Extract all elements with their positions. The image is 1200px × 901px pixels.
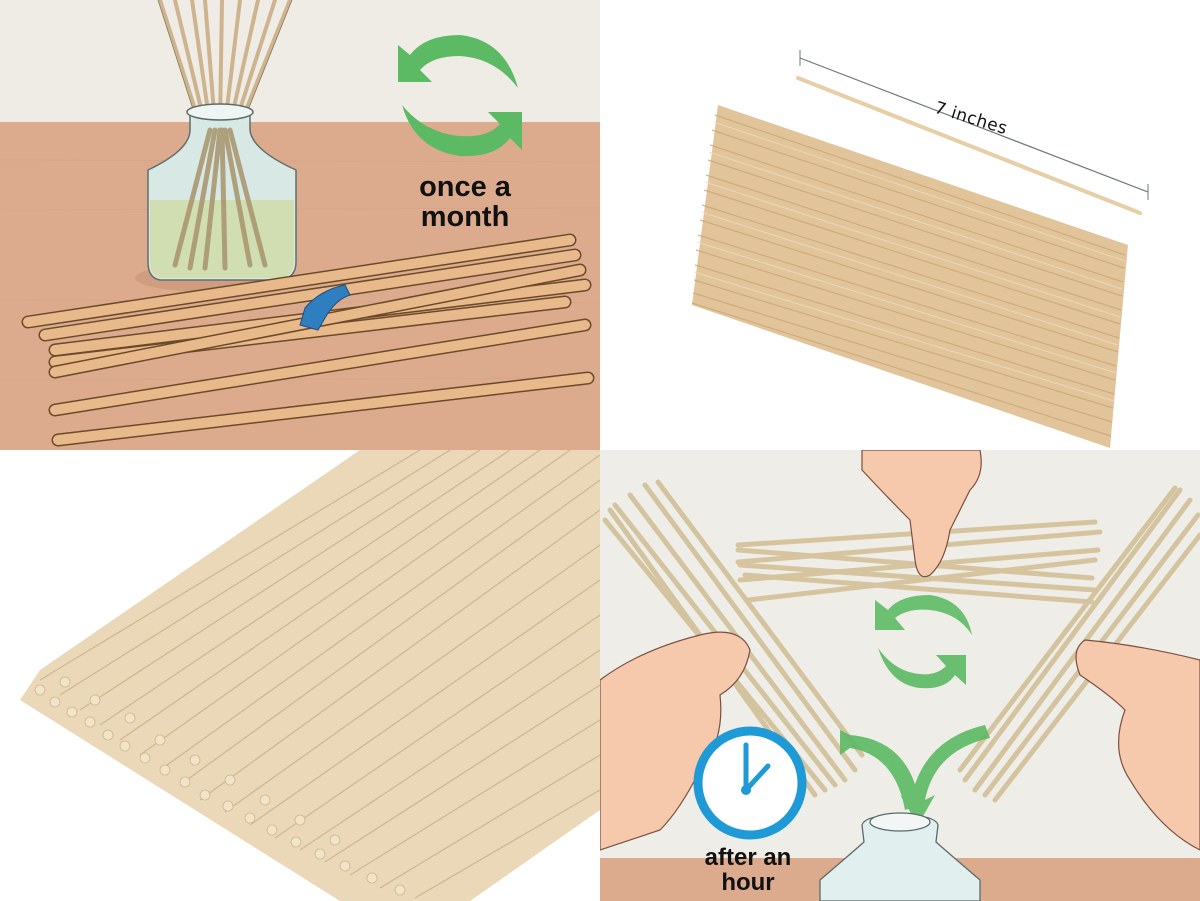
refresh-arrows-icon xyxy=(398,35,522,157)
reed-closeup-photo xyxy=(20,450,600,901)
caption-once-a-month: once a month xyxy=(400,172,530,233)
caption-line-1: once a xyxy=(419,171,511,203)
panel-product-bundle-closeup xyxy=(0,450,600,901)
reed-bundle-photo xyxy=(691,50,1149,448)
caption-line-2: hour xyxy=(721,869,775,897)
caption-after-an-hour: after an hour xyxy=(678,844,818,897)
caption-line-1: after an xyxy=(704,844,792,871)
panel-product-bundle-length: 7 inches xyxy=(600,0,1200,450)
flip-arrows-icon xyxy=(840,595,990,825)
panel-flip-sticks: after an hour xyxy=(600,450,1200,901)
caption-line-2: month xyxy=(420,201,510,234)
clock-icon xyxy=(693,726,807,840)
diffuser-table-illustration xyxy=(0,0,600,450)
panel-refresh-monthly: once a month xyxy=(0,0,600,450)
flip-sticks-illustration xyxy=(600,450,1200,901)
